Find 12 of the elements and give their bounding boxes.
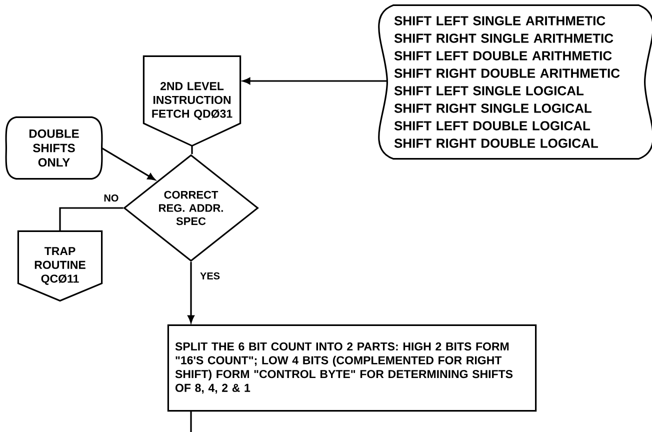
off-page-connector: TRAP ROUTINE QCØ11 (17, 230, 103, 302)
edge-label: NO (102, 193, 120, 203)
connector (188, 262, 194, 323)
connector (59, 207, 124, 232)
connector (101, 147, 156, 180)
edge-label: YES (199, 271, 221, 280)
connector (190, 410, 192, 432)
connector (242, 78, 388, 84)
process-box: SPLIT THE 6 BIT COUNT INTO 2 PARTS: HIGH 2 BITS FORM "16'S COUNT"; LOW 4 BITS (COMPLEMENTED FOR RIGHT SHIFT) FORM "CONTROL BYTE" FOR DETERMINING SHIFTS OF 8, 4, 2 & 1 (167, 324, 537, 412)
connector (191, 146, 193, 154)
off-page-connector: 2ND LEVEL INSTRUCTION FETCH QDØ31 (142, 55, 242, 147)
instruction-list-box: SHIFT LEFT SINGLE ARITHMETIC SHIFT RIGHT SINGLE ARITHMETIC SHIFT LEFT DOUBLE ARITHMETIC SHIFT RIGHT DOUBLE ARITHMETIC SHIFT LEFT SINGLE LOGICAL SHIFT RIGHT SINGLE LOGICAL SHIFT LEFT DOUBLE LOGICAL SHIFT RIGHT DOUBLE LOGICAL (378, 4, 652, 160)
